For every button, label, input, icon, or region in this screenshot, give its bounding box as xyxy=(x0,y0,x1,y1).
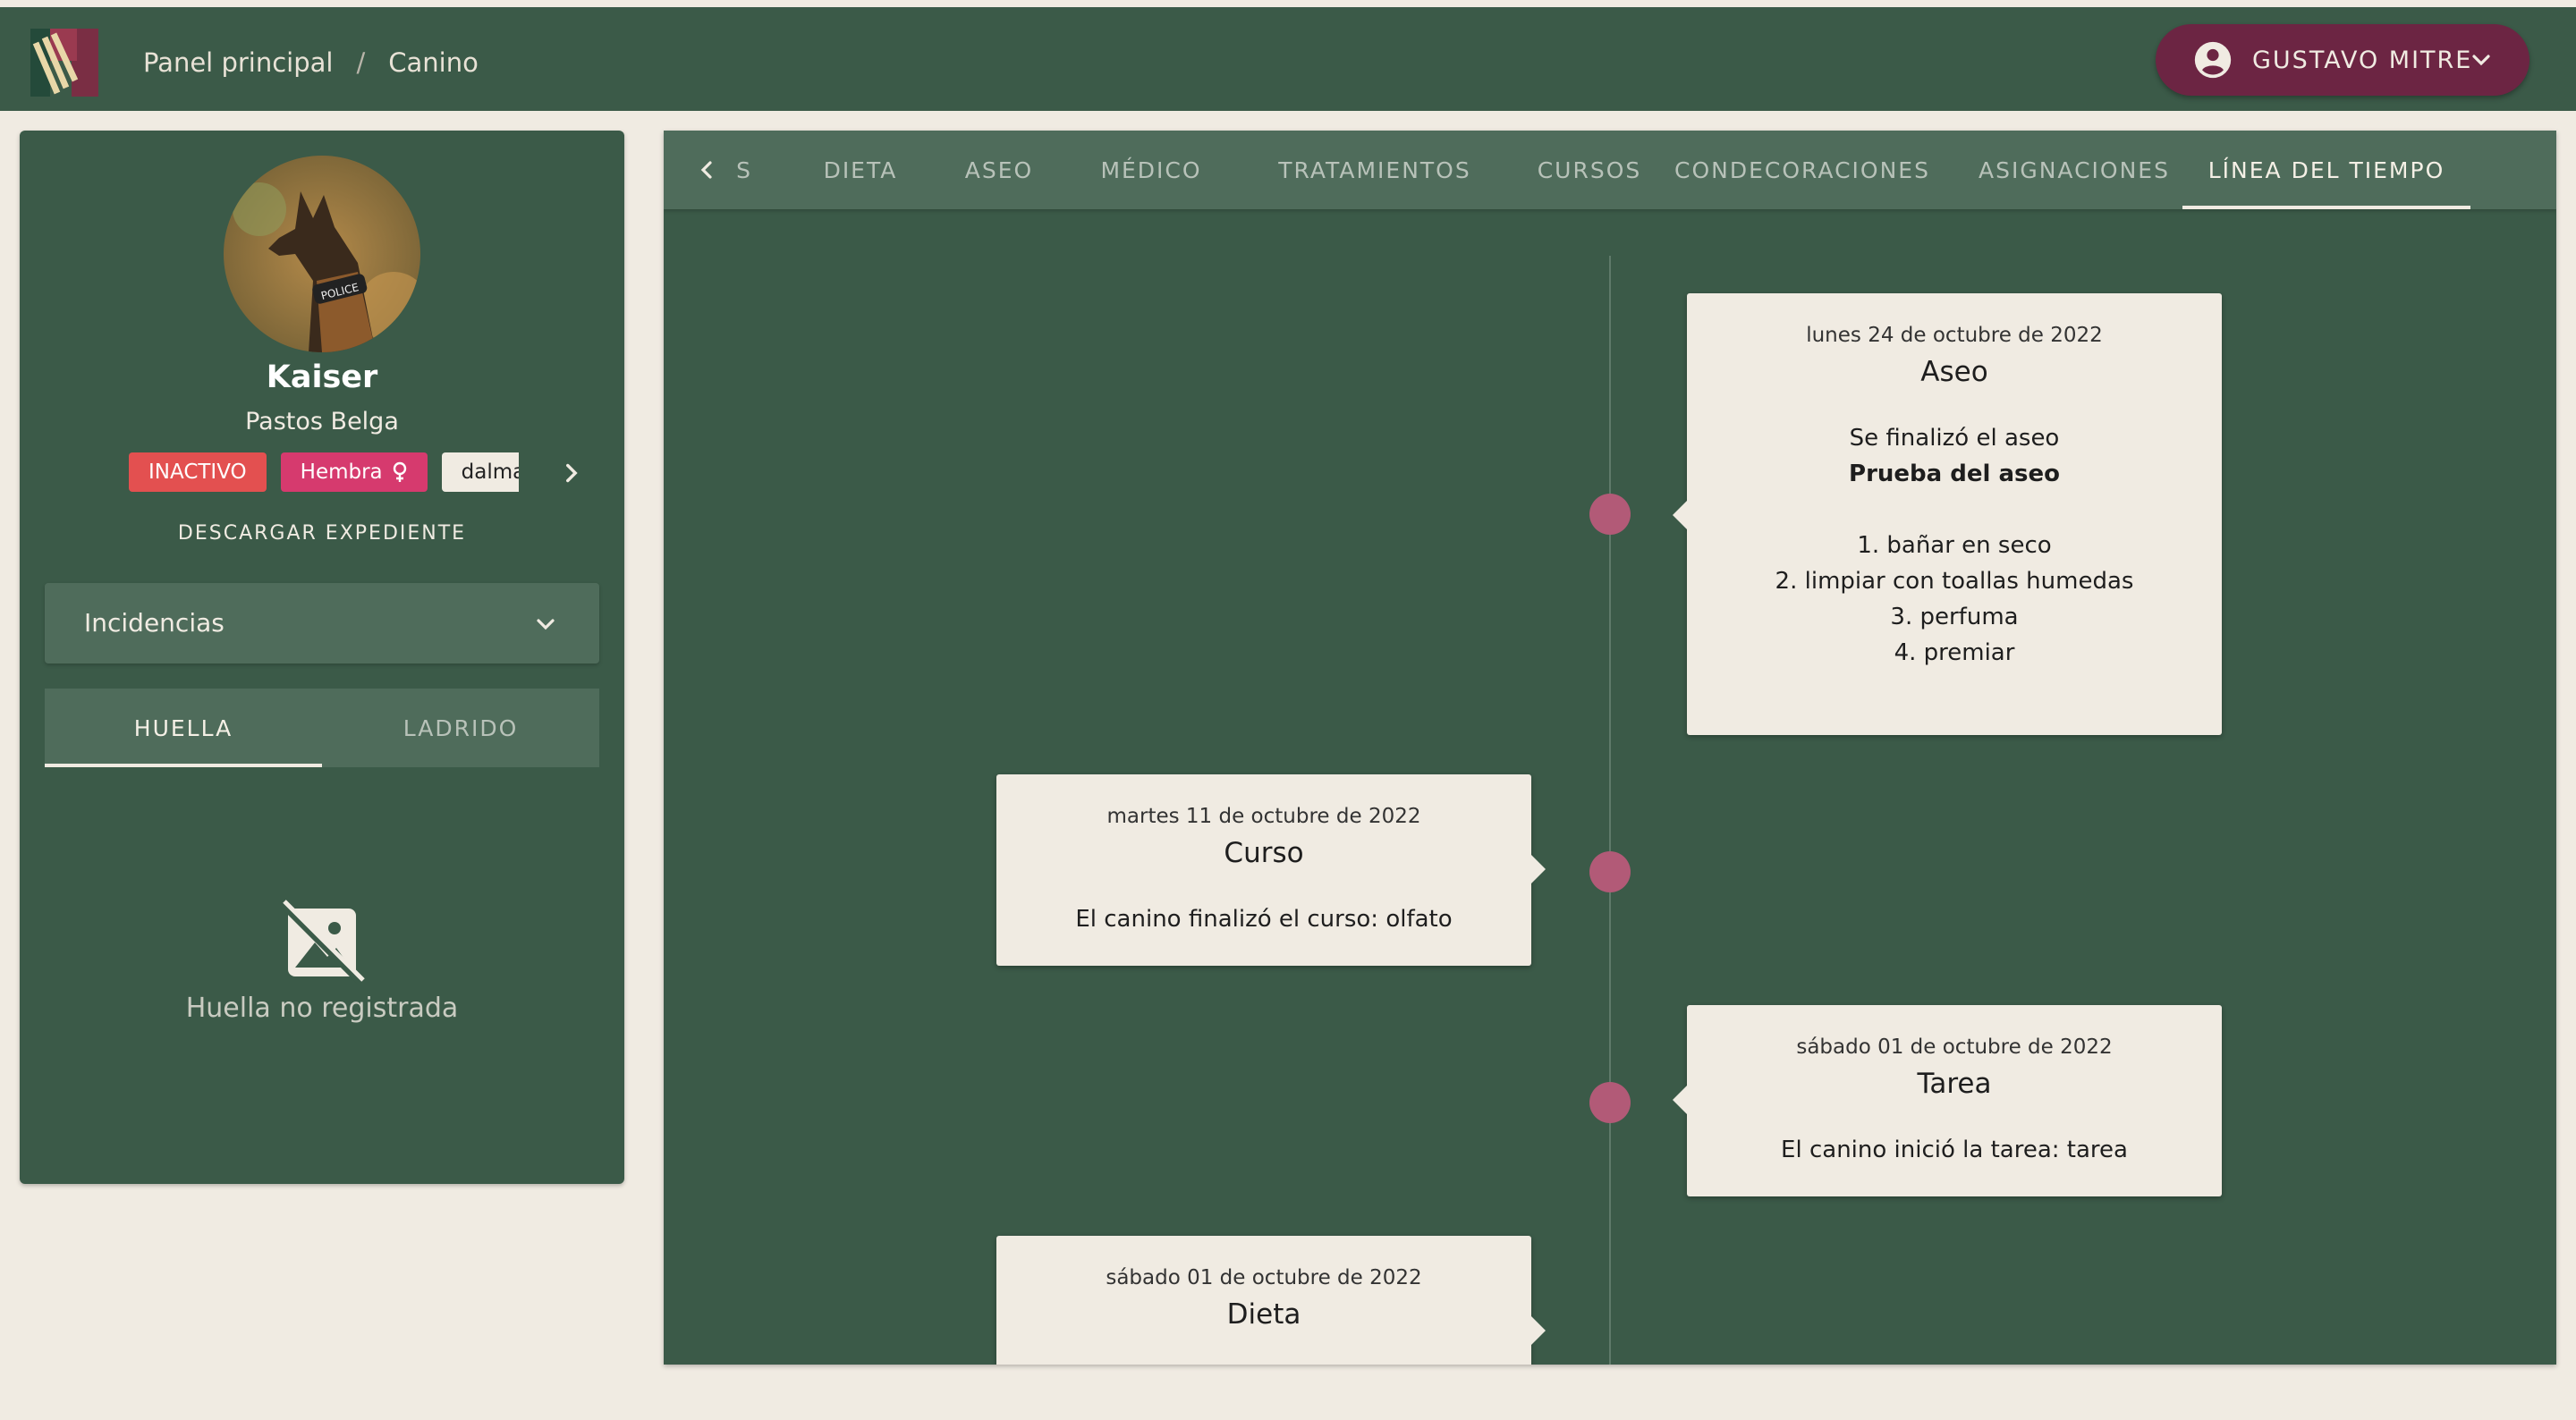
empty-state-message: Huella no registrada xyxy=(185,993,459,1024)
tab-ladrido[interactable]: LADRIDO xyxy=(402,714,519,741)
hide-image-icon xyxy=(279,900,365,985)
chevron-down-icon xyxy=(2472,55,2490,66)
tab-aseo[interactable]: ASEO xyxy=(964,156,1034,183)
timeline-card: sábado 01 de octubre de 2022 Dieta xyxy=(996,1236,1546,1365)
breadcrumb-separator: / xyxy=(356,47,366,78)
profile-card: POLICE Kaiser Pastos Belga INACTIVO Hemb… xyxy=(20,131,624,1184)
status-badge: INACTIVO xyxy=(129,452,267,492)
tab-medico[interactable]: MÉDICO xyxy=(1100,156,1202,183)
breadcrumb-home[interactable]: Panel principal xyxy=(143,47,334,78)
chevron-left-icon[interactable] xyxy=(692,156,721,184)
tab-partial[interactable]: S xyxy=(736,156,752,183)
incidents-dropdown[interactable]: Incidencias xyxy=(45,583,599,664)
timeline-title: Tarea xyxy=(1917,1068,1992,1100)
timeline-title: Curso xyxy=(1224,837,1304,869)
timeline-description: Se finalizó el aseo xyxy=(1849,425,2060,452)
sex-badge: Hembra xyxy=(280,452,428,492)
timeline-card: sábado 01 de octubre de 2022 Tarea El ca… xyxy=(1673,1005,2222,1196)
timeline-dot xyxy=(1589,851,1631,892)
timeline-card: .c1::before{top:228px;} lunes 24 de octu… xyxy=(1673,293,2222,735)
chevron-down-icon xyxy=(537,619,555,630)
list-item: 1. bañar en seco xyxy=(1857,532,2052,559)
timeline-description: El canino finalizó el curso: olfato xyxy=(1075,906,1453,933)
timeline-steps: 1. bañar en seco 2. limpiar con toallas … xyxy=(1687,528,2222,671)
chevron-right-icon[interactable] xyxy=(556,458,587,488)
timeline-date: sábado 01 de octubre de 2022 xyxy=(1106,1266,1422,1289)
biometric-tabs: HUELLA LADRIDO xyxy=(45,689,599,767)
timeline-description: El canino inició la tarea: tarea xyxy=(1781,1137,2128,1163)
tab-timeline[interactable]: LÍNEA DEL TIEMPO xyxy=(2182,131,2470,209)
chip-list: INACTIVO Hembra dalmata xyxy=(129,452,519,492)
dog-name: Kaiser xyxy=(266,359,378,395)
breadcrumb: Panel principal / Canino xyxy=(143,45,479,80)
timeline-date: martes 11 de octubre de 2022 xyxy=(1106,805,1421,828)
list-item: 2. limpiar con toallas humedas xyxy=(1775,568,2134,595)
incidents-label: Incidencias xyxy=(84,608,225,638)
timeline-dot xyxy=(1589,1082,1631,1123)
dog-avatar: POLICE xyxy=(224,156,420,352)
list-item: 3. perfuma xyxy=(1890,604,2019,630)
female-icon xyxy=(393,461,406,482)
timeline-dot xyxy=(1589,494,1631,535)
user-name: GUSTAVO MITRE xyxy=(2252,46,2473,74)
download-record-button[interactable]: DESCARGAR EXPEDIENTE xyxy=(177,522,467,545)
timeline-date: sábado 01 de octubre de 2022 xyxy=(1796,1035,2113,1059)
app-logo[interactable] xyxy=(27,25,102,100)
tab-dieta[interactable]: DIETA xyxy=(823,156,898,183)
account-circle-icon xyxy=(2194,41,2232,79)
tab-cursos[interactable]: CURSOS xyxy=(1537,156,1642,183)
tab-huella[interactable]: HUELLA xyxy=(45,689,322,767)
timeline-card: martes 11 de octubre de 2022 Curso El ca… xyxy=(996,774,1546,966)
timeline-axis xyxy=(1609,256,1611,1365)
timeline-title: Aseo xyxy=(1920,356,1988,388)
sex-badge-label: Hembra xyxy=(300,461,383,484)
user-menu-button[interactable]: GUSTAVO MITRE xyxy=(2156,24,2529,96)
coat-badge: dalmata xyxy=(441,452,519,492)
section-tabs: S DIETA ASEO MÉDICO TRATAMIENTOS CURSOS … xyxy=(664,131,2556,209)
main-panel: S DIETA ASEO MÉDICO TRATAMIENTOS CURSOS … xyxy=(664,131,2556,1365)
timeline-body: Se finalizó el aseo Prueba del aseo xyxy=(1687,420,2222,492)
tab-tratamientos[interactable]: TRATAMIENTOS xyxy=(1278,156,1471,183)
app-bar: Panel principal / Canino GUSTAVO MITRE xyxy=(0,0,2576,111)
dog-breed: Pastos Belga xyxy=(245,408,399,435)
timeline-date: lunes 24 de octubre de 2022 xyxy=(1806,324,2103,347)
breadcrumb-current: Canino xyxy=(388,47,479,78)
timeline-subtitle: Prueba del aseo xyxy=(1849,461,2060,487)
timeline-title: Dieta xyxy=(1226,1298,1301,1331)
list-item: 4. premiar xyxy=(1894,639,2015,666)
tab-condecoraciones[interactable]: CONDECORACIONES xyxy=(1674,156,1930,183)
tab-asignaciones[interactable]: ASIGNACIONES xyxy=(1979,156,2170,183)
